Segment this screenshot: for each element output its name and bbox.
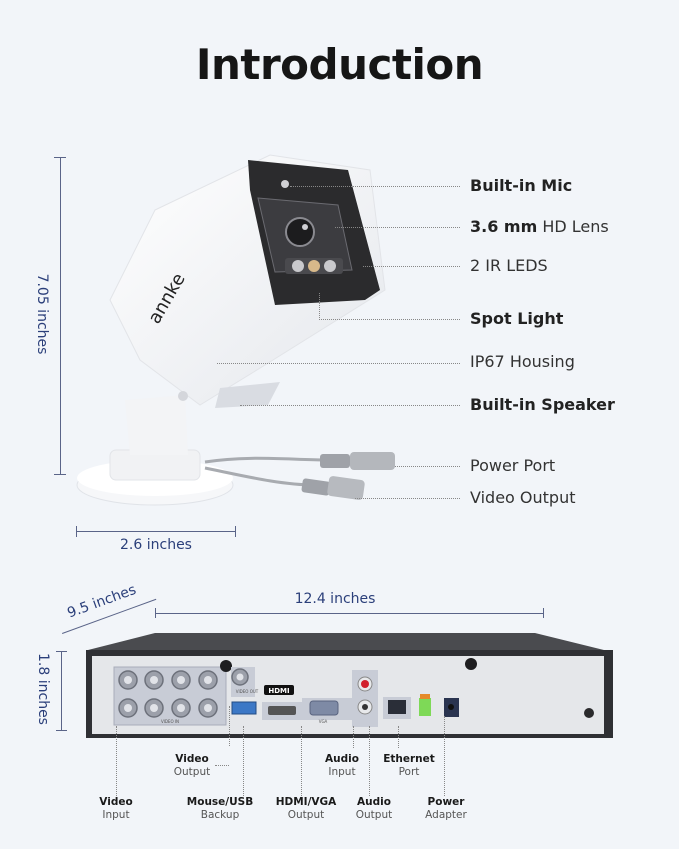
callout-hd-lens: 3.6 mm HD Lens [470, 217, 609, 236]
leader-built-in-mic [290, 186, 460, 187]
callout-built-in-mic: Built-in Mic [470, 176, 573, 195]
leader-video-output [355, 498, 460, 499]
dvr-height-label: 1.8 inches [35, 653, 51, 725]
dvr-height-cap-top [56, 651, 67, 652]
callout-power-port: Power Port [470, 456, 556, 475]
dvr-width-label: 12.4 inches [294, 591, 376, 607]
leader-video-output-h [215, 765, 229, 766]
leader-spot-light-v [319, 293, 320, 320]
callout-ip67-housing: IP67 Housing [470, 352, 575, 371]
leader-video-output-v [229, 706, 230, 746]
camera-illustration: annke [76, 154, 395, 506]
leader-mouse-usb [243, 726, 244, 796]
camera-height-label: 7.05 inches [34, 273, 50, 355]
leader-video-input [116, 726, 117, 796]
callout-built-in-speaker: Built-in Speaker [470, 395, 615, 414]
leader-audio-output [369, 726, 370, 796]
dvr-height-cap-bottom [56, 730, 67, 731]
leader-hdmi-vga [301, 726, 302, 796]
dvr-width-cap-right [543, 608, 544, 618]
leader-ip67-housing [217, 363, 460, 364]
dvr-height-dimension-line [61, 651, 62, 731]
dvr-width-cap-left [155, 608, 156, 618]
camera-base-cap-left [76, 526, 77, 537]
leader-power-adapter [444, 716, 445, 796]
callout-video-output: Video Output [470, 488, 576, 507]
camera-height-dimension-line [60, 157, 61, 475]
callout-ir-leds: 2 IR LEDS [470, 256, 548, 275]
leader-ir-leds [363, 266, 460, 267]
leader-power-port [395, 466, 460, 467]
callout-spot-light: Spot Light [470, 309, 564, 328]
camera-base-width-label: 2.6 inches [120, 537, 192, 553]
leader-audio-input [353, 726, 354, 748]
page-title: Introduction [195, 40, 484, 89]
camera-base-dimension-line [76, 531, 236, 532]
svg-text:VIDEO IN: VIDEO IN [161, 719, 179, 724]
svg-text:VGA: VGA [319, 719, 328, 724]
svg-text:HDMI: HDMI [268, 687, 289, 695]
leader-built-in-speaker [240, 405, 460, 406]
dvr-width-dimension-line [155, 613, 544, 614]
leader-ethernet [398, 726, 399, 748]
svg-text:VIDEO OUT: VIDEO OUT [236, 689, 259, 694]
camera-height-cap-bottom [54, 474, 66, 475]
camera-height-cap-top [54, 157, 66, 158]
dvr-illustration: VIDEO IN VIDEO OUT HDMI VGA [86, 633, 613, 738]
leader-hd-lens [335, 227, 460, 228]
dvr-depth-label: 9.5 inches [65, 581, 139, 622]
leader-spot-light [319, 319, 460, 320]
camera-base-cap-right [235, 526, 236, 537]
